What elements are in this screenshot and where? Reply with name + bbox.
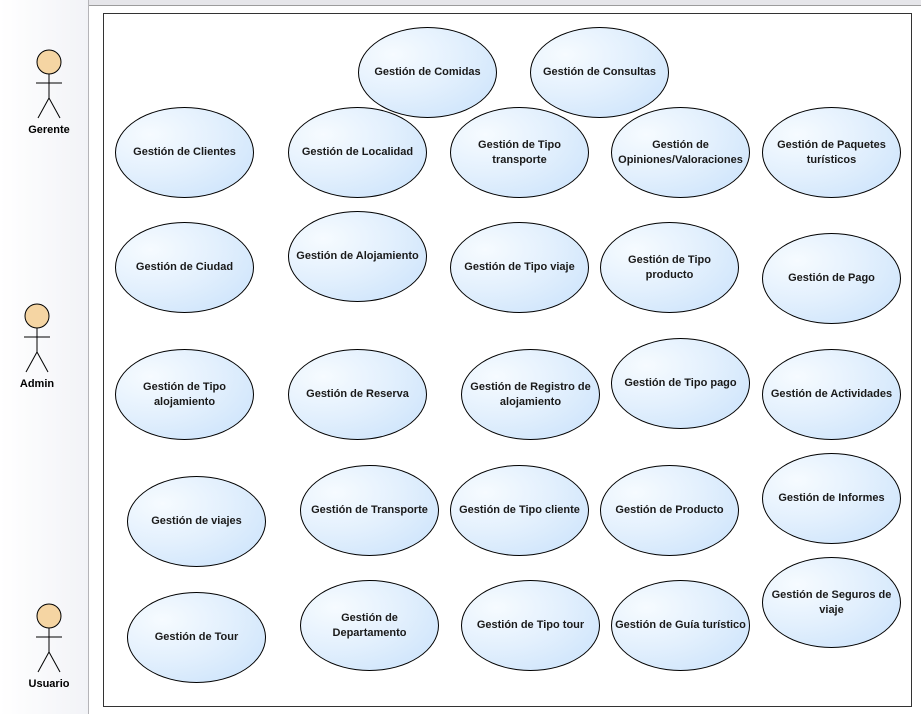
usecase-gestion-tipo-producto[interactable]: Gestión de Tipo producto	[600, 222, 739, 313]
actor-label: Gerente	[28, 124, 70, 136]
usecase-gestion-tipo-pago[interactable]: Gestión de Tipo pago	[611, 338, 750, 429]
actor-label: Usuario	[28, 678, 70, 690]
usecase-gestion-tipo-tour[interactable]: Gestión de Tipo tour	[461, 580, 600, 671]
usecase-gestion-tour[interactable]: Gestión de Tour	[127, 592, 266, 683]
usecase-gestion-tipo-transporte[interactable]: Gestión de Tipo transporte	[450, 107, 589, 198]
usecase-gestion-tipo-cliente[interactable]: Gestión de Tipo cliente	[450, 465, 589, 556]
usecase-gestion-consultas[interactable]: Gestión de Consultas	[530, 27, 669, 118]
usecase-gestion-localidad[interactable]: Gestión de Localidad	[288, 107, 427, 198]
usecase-gestion-pago[interactable]: Gestión de Pago	[762, 233, 901, 324]
usecase-gestion-alojamiento[interactable]: Gestión de Alojamiento	[288, 211, 427, 302]
pane-divider	[88, 0, 89, 714]
usecase-gestion-reserva[interactable]: Gestión de Reserva	[288, 349, 427, 440]
diagram-top-bar	[88, 0, 921, 6]
usecase-gestion-paquetes[interactable]: Gestión de Paquetes turísticos	[762, 107, 901, 198]
usecase-gestion-transporte[interactable]: Gestión de Transporte	[300, 465, 439, 556]
usecase-gestion-seguros-viaje[interactable]: Gestión de Seguros de viaje	[762, 557, 901, 648]
usecase-gestion-viajes[interactable]: Gestión de viajes	[127, 476, 266, 567]
actor-figure-icon	[36, 49, 62, 119]
actor-figure-icon	[24, 303, 50, 373]
toolbox-pane	[0, 0, 88, 714]
usecase-gestion-opiniones[interactable]: Gestión de Opiniones/Valoraciones	[611, 107, 750, 198]
actor-label: Admin	[19, 378, 55, 390]
usecase-gestion-departamento[interactable]: Gestión de Departamento	[300, 580, 439, 671]
usecase-gestion-comidas[interactable]: Gestión de Comidas	[358, 27, 497, 118]
usecase-gestion-tipo-alojamiento[interactable]: Gestión de Tipo alojamiento	[115, 349, 254, 440]
usecase-gestion-clientes[interactable]: Gestión de Clientes	[115, 107, 254, 198]
usecase-gestion-producto[interactable]: Gestión de Producto	[600, 465, 739, 556]
actor-figure-icon	[36, 603, 62, 673]
usecase-gestion-tipo-viaje[interactable]: Gestión de Tipo viaje	[450, 222, 589, 313]
usecase-gestion-informes[interactable]: Gestión de Informes	[762, 453, 901, 544]
actor-usuario[interactable]: Usuario	[19, 602, 79, 702]
usecase-gestion-guia-turistico[interactable]: Gestión de Guía turístico	[611, 580, 750, 671]
actor-gerente[interactable]: Gerente	[19, 48, 79, 148]
usecase-gestion-actividades[interactable]: Gestión de Actividades	[762, 349, 901, 440]
actor-admin[interactable]: Admin	[7, 302, 67, 402]
usecase-gestion-registro-alojamiento[interactable]: Gestión de Registro de alojamiento	[461, 349, 600, 440]
usecase-gestion-ciudad[interactable]: Gestión de Ciudad	[115, 222, 254, 313]
